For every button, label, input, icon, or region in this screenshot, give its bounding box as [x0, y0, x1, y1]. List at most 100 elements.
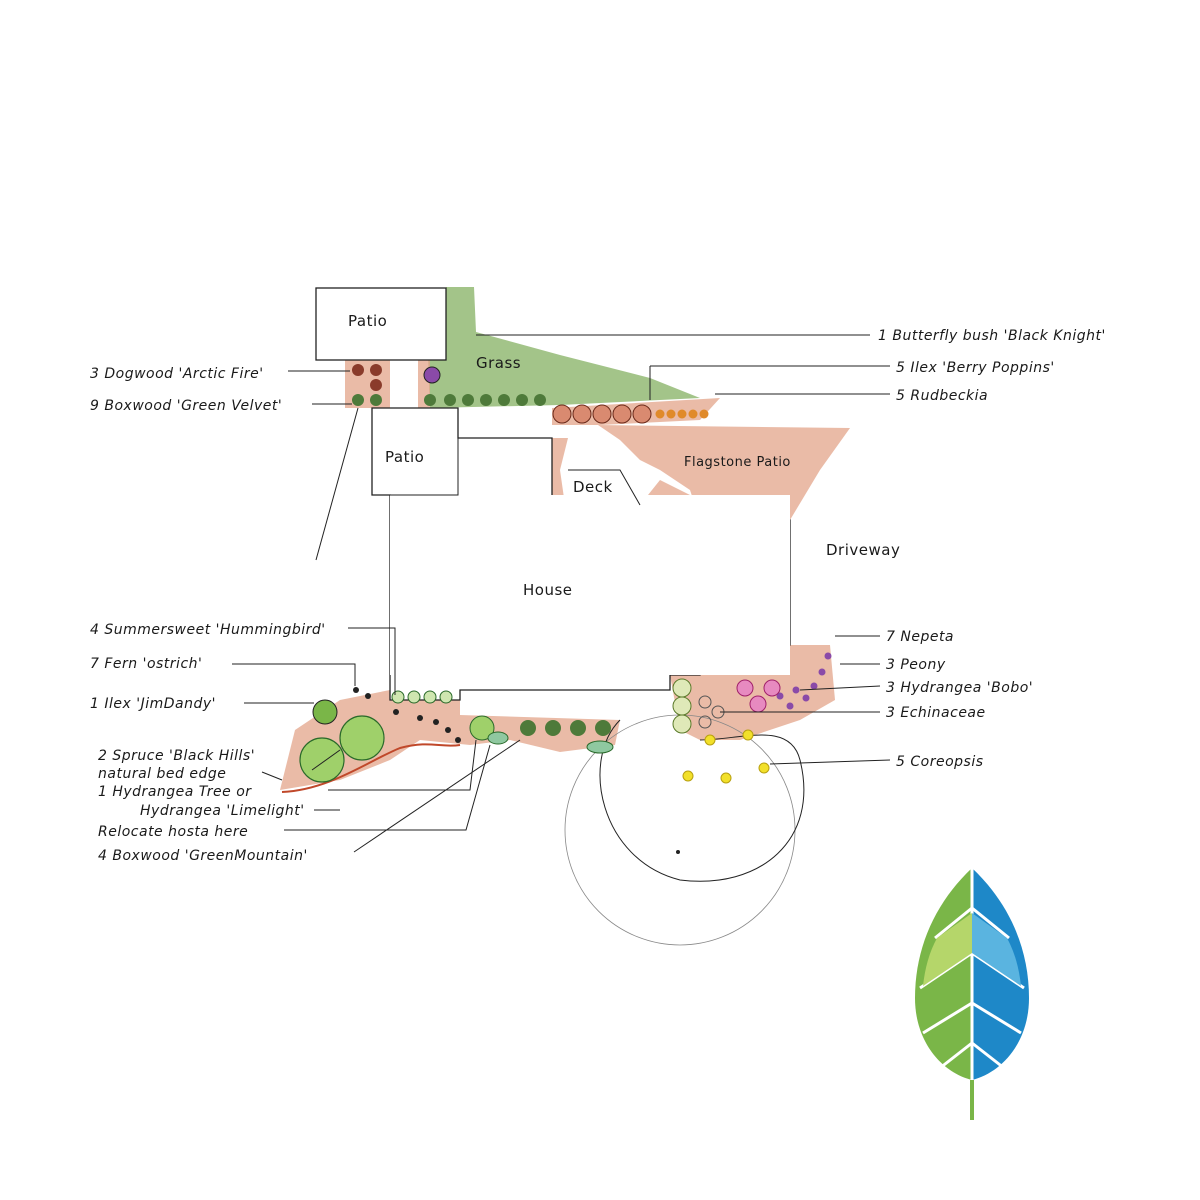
label-relocate-hosta: Relocate hosta here — [98, 824, 248, 840]
boxwood-gv-4 — [444, 394, 456, 406]
leaf-icon — [915, 868, 1029, 1120]
area-patio-top: Patio — [348, 312, 387, 330]
nepeta-1 — [824, 652, 832, 660]
nepeta-6 — [786, 702, 794, 710]
fern-1 — [353, 687, 359, 693]
boxwood-gv-7 — [498, 394, 510, 406]
hydrangea-bobo-2 — [672, 696, 692, 716]
nepeta-5 — [792, 686, 800, 694]
dogwood-1 — [352, 364, 364, 376]
natural-bed-edge — [281, 743, 461, 793]
coreopsis-4 — [720, 772, 732, 784]
summersweet-3 — [423, 690, 437, 704]
echinaceae-3 — [698, 715, 712, 729]
ilex-jimdandy-plant — [312, 699, 338, 725]
label-butterfly-bush: 1 Butterfly bush 'Black Knight' — [878, 328, 1106, 344]
nepeta-plants — [776, 652, 832, 710]
label-boxwood-green-velvet: 9 Boxwood 'Green Velvet' — [90, 398, 282, 414]
ilex-berry-poppins-plants — [552, 404, 652, 424]
boxwood-gm-4 — [595, 720, 611, 736]
label-ilex-berry-poppins: 5 Ilex 'Berry Poppins' — [896, 360, 1055, 376]
spruce-plants — [299, 715, 385, 783]
peony-2 — [763, 679, 781, 697]
label-hydrangea-tree: 1 Hydrangea Tree or — [98, 784, 252, 800]
hydrangea-tree-plant — [469, 715, 495, 741]
fern-7 — [455, 737, 461, 743]
peony-plants — [736, 679, 781, 713]
nepeta-7 — [776, 692, 784, 700]
ilex-bp-2 — [572, 404, 592, 424]
nepeta-3 — [810, 682, 818, 690]
label-fern: 7 Fern 'ostrich' — [90, 656, 202, 672]
boxwood-gv-2 — [370, 394, 382, 406]
ilex-bp-5 — [632, 404, 652, 424]
coreopsis-plants — [682, 729, 770, 784]
label-summersweet: 4 Summersweet 'Hummingbird' — [90, 622, 326, 638]
hydrangea-bobo-1 — [672, 678, 692, 698]
summersweet-plants — [391, 690, 453, 704]
area-flagstone: Flagstone Patio — [684, 455, 791, 470]
boxwood-gv-5 — [462, 394, 474, 406]
label-nepeta: 7 Nepeta — [886, 629, 954, 645]
peony-1 — [736, 679, 754, 697]
boxwood-gm-3 — [570, 720, 586, 736]
coreopsis-1 — [704, 734, 716, 746]
label-peony: 3 Peony — [886, 657, 946, 673]
rudbeckia-2 — [666, 409, 676, 419]
dogwood-3 — [370, 379, 382, 391]
mulch-deck-left — [552, 438, 568, 505]
area-house: House — [523, 581, 573, 599]
rudbeckia-1 — [655, 409, 665, 419]
boxwood-gv-8 — [516, 394, 528, 406]
area-grass: Grass — [476, 354, 521, 372]
area-deck: Deck — [573, 478, 613, 496]
boxwood-green-velvet-plants — [352, 394, 546, 406]
label-coreopsis: 5 Coreopsis — [896, 754, 984, 770]
dogwood-plants — [352, 364, 382, 391]
fern-4 — [417, 715, 423, 721]
leader-lines — [232, 334, 891, 853]
summersweet-4 — [439, 690, 453, 704]
summersweet-2 — [407, 690, 421, 704]
coreopsis-3 — [682, 770, 694, 782]
boxwood-gv-3 — [424, 394, 436, 406]
echinaceae-1 — [698, 695, 712, 709]
label-boxwood-green-mountain: 4 Boxwood 'GreenMountain' — [98, 848, 308, 864]
spruce-2 — [339, 715, 385, 761]
coreopsis-2 — [742, 729, 754, 741]
ilex-bp-3 — [592, 404, 612, 424]
coreopsis-bed-outline — [599, 719, 805, 882]
label-spruce: 2 Spruce 'Black Hills' — [98, 748, 255, 764]
fern-6 — [445, 727, 451, 733]
boxwood-green-mountain-plants — [520, 720, 611, 736]
summersweet-1 — [391, 690, 405, 704]
fern-5 — [433, 719, 439, 725]
ilex-bp-4 — [612, 404, 632, 424]
area-driveway: Driveway — [826, 541, 900, 559]
ilex-bp-1 — [552, 404, 572, 424]
boxwood-gm-1 — [520, 720, 536, 736]
hydrangea-bobo-plants — [672, 678, 692, 734]
boxwood-gv-6 — [480, 394, 492, 406]
spruce-1 — [299, 737, 345, 783]
fern-3 — [393, 709, 399, 715]
rudbeckia-plants — [655, 409, 709, 419]
dogwood-2 — [370, 364, 382, 376]
rudbeckia-3 — [677, 409, 687, 419]
label-hydrangea-limelight: Hydrangea 'Limelight' — [140, 803, 305, 819]
nepeta-4 — [802, 694, 810, 702]
label-rudbeckia: 5 Rudbeckia — [896, 388, 988, 404]
patio-mid-edge — [390, 438, 459, 496]
fern-2 — [365, 693, 371, 699]
area-patio-mid: Patio — [385, 448, 424, 466]
boxwood-gm-2 — [545, 720, 561, 736]
hydrangea-bobo-3 — [672, 714, 692, 734]
echinaceae-plants — [698, 695, 725, 729]
hosta-plant — [487, 731, 509, 745]
hosta-plant-2 — [586, 740, 614, 754]
label-ilex-jimdandy: 1 Ilex 'JimDandy' — [90, 696, 216, 712]
boxwood-gv-1 — [352, 394, 364, 406]
house — [390, 495, 790, 675]
boxwood-gv-9 — [534, 394, 546, 406]
dogwood-bed — [345, 360, 390, 408]
